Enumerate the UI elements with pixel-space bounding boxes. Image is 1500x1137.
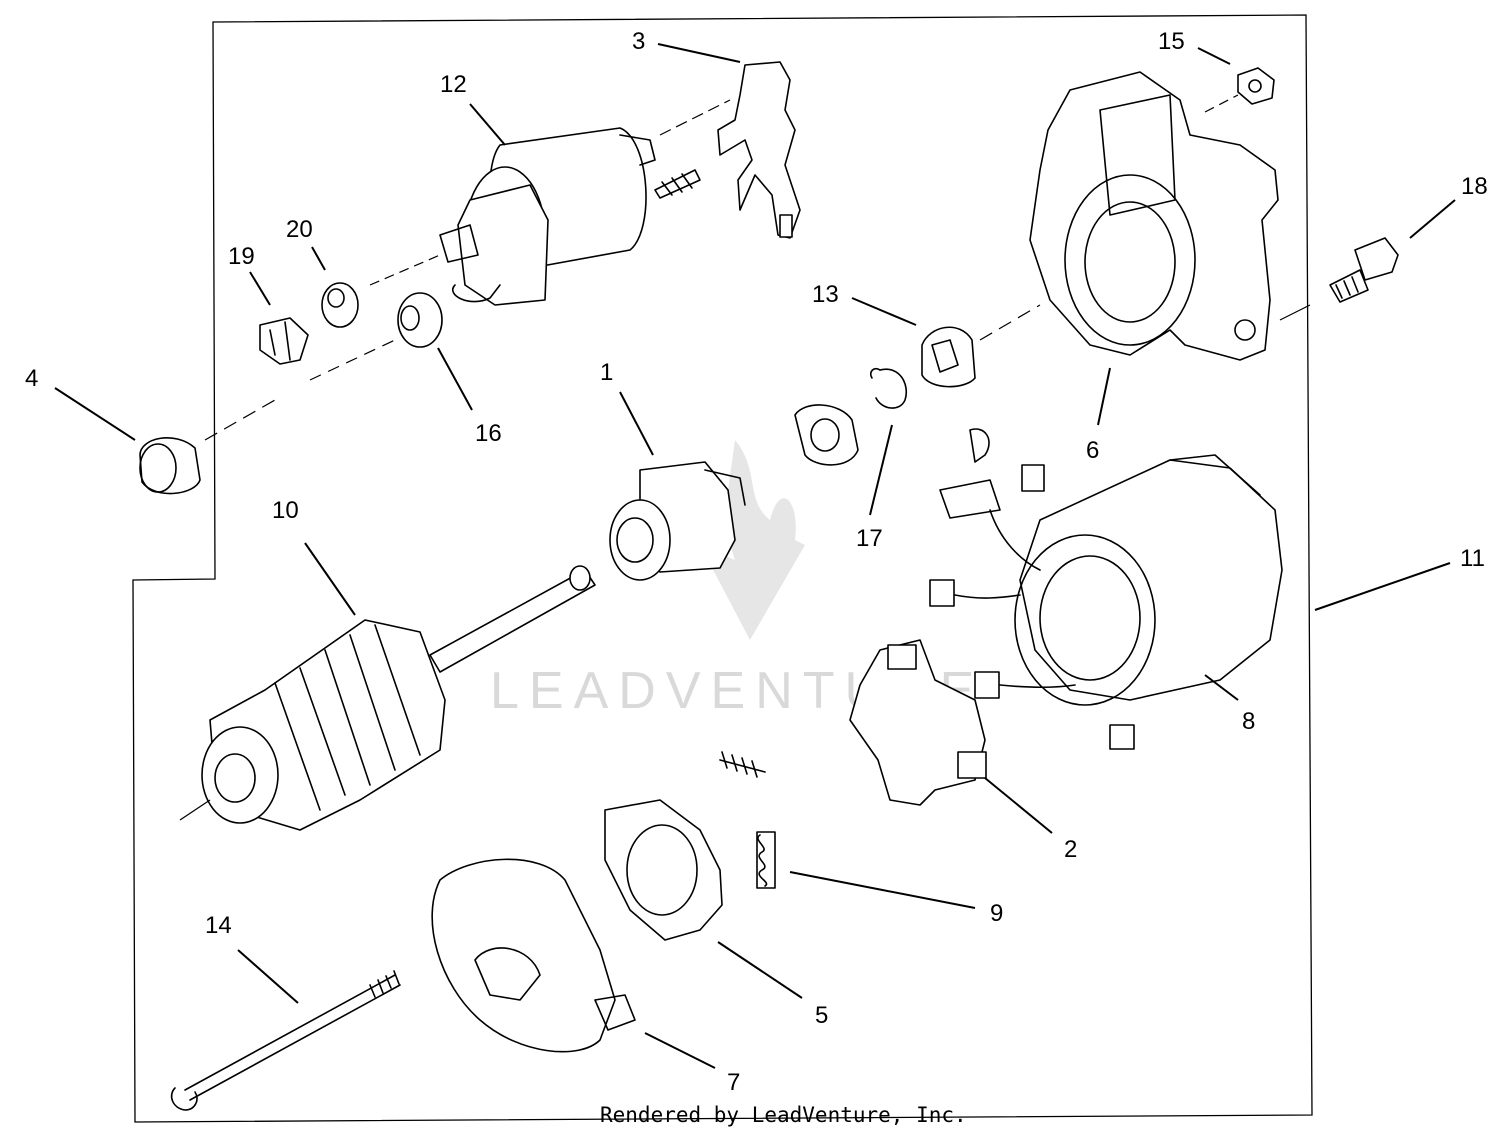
callout-12: 12 xyxy=(440,71,506,146)
through-bolt-part xyxy=(170,970,401,1111)
callout-16: 16 xyxy=(437,347,502,447)
brush-plate-part xyxy=(604,799,723,941)
callout-number: 6 xyxy=(1086,437,1099,464)
callout-number: 12 xyxy=(440,71,467,98)
callout-number: 9 xyxy=(990,900,1003,927)
callout-9: 9 xyxy=(789,871,1003,927)
callout-1: 1 xyxy=(600,359,654,456)
callout-number: 3 xyxy=(632,28,645,55)
callout-number: 20 xyxy=(286,216,313,243)
callout-15: 15 xyxy=(1158,28,1231,65)
callout-number: 5 xyxy=(815,1002,828,1029)
callout-number: 16 xyxy=(475,420,502,447)
front-housing-part xyxy=(979,71,1311,361)
callout-number: 1 xyxy=(600,359,613,386)
retainer-part xyxy=(259,317,309,365)
callout-10: 10 xyxy=(272,497,356,616)
callout-6: 6 xyxy=(1086,367,1111,464)
washer-part xyxy=(321,282,359,328)
pinion-stop-part xyxy=(794,404,859,466)
callout-number: 18 xyxy=(1461,173,1488,200)
callout-number: 4 xyxy=(25,365,38,392)
callout-3: 3 xyxy=(632,28,741,63)
bushing-part xyxy=(309,292,443,381)
clutch-retainer-part xyxy=(921,326,976,388)
callout-number: 7 xyxy=(727,1069,740,1096)
callout-number: 17 xyxy=(856,525,883,552)
cap-part xyxy=(139,399,276,495)
callout-number: 8 xyxy=(1242,708,1255,735)
shift-lever-part xyxy=(717,61,801,239)
callout-number: 15 xyxy=(1158,28,1185,55)
callout-8: 8 xyxy=(1204,674,1255,735)
callout-11: 11 xyxy=(1314,545,1485,611)
callout-7: 7 xyxy=(644,1032,740,1096)
callout-2: 2 xyxy=(984,777,1077,863)
callout-number: 11 xyxy=(1460,545,1485,572)
rear-cover-part xyxy=(431,858,636,1053)
callout-number: 14 xyxy=(205,912,232,939)
solenoid-part xyxy=(369,99,731,306)
brush-holder-part xyxy=(849,639,987,806)
pinion-clutch-part xyxy=(609,461,746,581)
callout-13: 13 xyxy=(812,281,917,326)
callout-20: 20 xyxy=(286,216,326,271)
screw-part xyxy=(1329,237,1399,303)
callout-4: 4 xyxy=(25,365,136,441)
diagram-frame xyxy=(132,14,1313,1123)
callout-number: 19 xyxy=(228,243,255,270)
spring-part xyxy=(756,831,776,889)
callout-number: 13 xyxy=(812,281,839,308)
nut-part xyxy=(1204,67,1275,113)
callout-5: 5 xyxy=(717,941,828,1029)
rendered-by-footer: Rendered by LeadVenture, Inc. xyxy=(600,1103,967,1127)
armature-part xyxy=(179,565,596,831)
callout-number: 10 xyxy=(272,497,299,524)
callout-number: 2 xyxy=(1064,836,1077,863)
brush-spring-part xyxy=(719,751,766,778)
callout-17: 17 xyxy=(856,424,893,552)
yoke-assembly-part xyxy=(929,428,1283,750)
callout-19: 19 xyxy=(228,243,271,306)
snap-ring-part xyxy=(869,367,907,409)
callout-14: 14 xyxy=(205,912,299,1004)
callout-18: 18 xyxy=(1409,173,1488,239)
